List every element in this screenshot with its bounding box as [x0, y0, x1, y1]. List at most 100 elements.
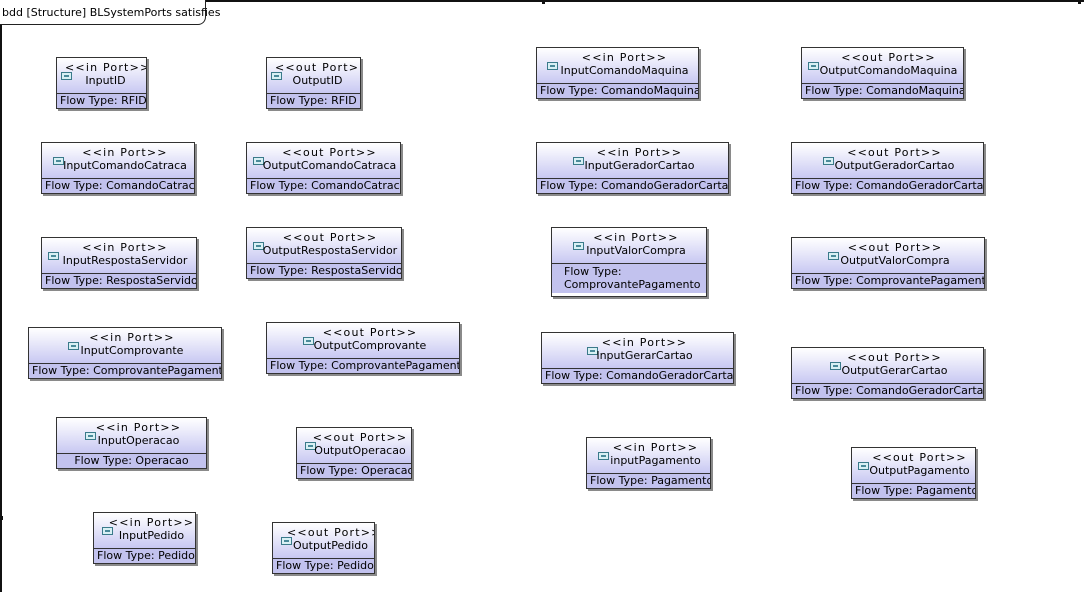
block-stereotype: <<in Port>>	[596, 146, 683, 159]
block-stereotype: <<in Port>>	[581, 51, 668, 64]
block-stereotype: <<in Port>>	[612, 441, 699, 454]
port-icon	[547, 62, 558, 70]
block-stereotype: <<out Port>>	[312, 431, 408, 444]
block-stereotype: <<in Port>>	[593, 231, 679, 244]
port-block-input-valor-compra[interactable]: <<in Port>> InputValorCompra Flow Type: …	[551, 227, 707, 297]
block-header: <<out Port>> OutputComandoMaquina	[802, 48, 963, 84]
port-icon	[830, 362, 841, 370]
block-header: <<out Port>> OutputOperacao	[297, 428, 411, 464]
block-flow-type: Flow Type: ComprovantePagamento	[552, 264, 706, 293]
port-icon	[573, 242, 584, 250]
block-flow-type: Flow Type: ComandoGeradorCartao	[537, 179, 728, 193]
block-header: <<out Port>> OutputPagamento	[852, 448, 975, 484]
block-header: <<out Port>> OutputRespostaServidor	[247, 228, 401, 264]
block-header: <<in Port>> InputComandoCatraca	[42, 143, 194, 179]
block-name: OutputComandoCatraca	[262, 159, 397, 172]
port-icon	[61, 72, 72, 80]
block-flow-type: Flow Type: Pagamento	[852, 484, 975, 498]
block-stereotype: <<in Port>>	[108, 516, 195, 529]
block-name: InputValorCompra	[586, 244, 686, 257]
block-name: OutputGeradorCartao	[834, 159, 955, 172]
block-stereotype: <<in Port>>	[95, 421, 182, 434]
block-header: <<out Port>> OutputComandoCatraca	[247, 143, 400, 179]
block-name: InputGeradorCartao	[584, 159, 695, 172]
port-block-output-id[interactable]: <<out Port>> OutputID Flow Type: RFID	[266, 57, 361, 109]
port-block-input-resposta-servidor[interactable]: <<in Port>> InputRespostaServidor Flow T…	[41, 237, 197, 289]
block-header: <<in Port>> InputID	[57, 58, 146, 94]
port-block-input-comando-catraca[interactable]: <<in Port>> InputComandoCatraca Flow Typ…	[41, 142, 195, 194]
block-name: InputPedido	[118, 529, 185, 542]
port-block-input-comando-maquina[interactable]: <<in Port>> InputComandoMaquina Flow Typ…	[536, 47, 699, 99]
block-name: OutputComprovante	[313, 339, 427, 352]
port-block-output-resposta-servidor[interactable]: <<out Port>> OutputRespostaServidor Flow…	[246, 227, 402, 279]
port-block-output-comando-catraca[interactable]: <<out Port>> OutputComandoCatraca Flow T…	[246, 142, 401, 194]
port-icon	[858, 462, 869, 470]
port-block-input-pagamento[interactable]: <<in Port>> inputPagamento Flow Type: Pa…	[586, 437, 711, 489]
port-icon	[68, 342, 79, 350]
block-name: OutputGerarCartao	[841, 364, 948, 377]
block-flow-type: Flow Type: Pedido	[273, 559, 374, 573]
block-header: <<out Port>> OutputComprovante	[267, 323, 459, 359]
block-name: OutputPagamento	[869, 464, 970, 477]
block-flow-type: Flow Type: ComprovantePagamento	[267, 359, 459, 373]
block-header: <<in Port>> InputOperacao	[57, 418, 206, 454]
block-stereotype: <<out Port>>	[275, 61, 361, 74]
block-flow-type: Flow Type: Pagamento	[587, 474, 710, 488]
port-block-input-gerar-cartao[interactable]: <<in Port>> InputGerarCartao Flow Type: …	[541, 332, 734, 384]
port-block-input-operacao[interactable]: <<in Port>> InputOperacao Flow Type: Ope…	[56, 417, 207, 469]
block-name: OutputID	[292, 74, 343, 87]
block-flow-type: Flow Type: ComandoGeradorCartao	[792, 179, 983, 193]
block-header: <<in Port>> InputComandoMaquina	[537, 48, 698, 84]
frame-handle	[0, 516, 3, 520]
block-name: OutputRespostaServidor	[262, 244, 398, 257]
port-icon	[253, 157, 264, 165]
port-block-input-id[interactable]: <<in Port>> InputID Flow Type: RFID	[56, 57, 147, 109]
block-flow-type: Flow Type: ComandoGeradorCartao	[792, 384, 983, 398]
block-header: <<out Port>> OutputID	[267, 58, 360, 94]
port-icon	[587, 347, 598, 355]
frame-handle	[542, 0, 545, 4]
block-header: <<in Port>> InputComprovante	[29, 328, 221, 364]
block-header: <<in Port>> InputRespostaServidor	[42, 238, 196, 274]
block-stereotype: <<in Port>>	[601, 336, 688, 349]
port-block-output-comando-maquina[interactable]: <<out Port>> OutputComandoMaquina Flow T…	[801, 47, 964, 99]
block-name: InputComprovante	[80, 344, 184, 357]
port-icon	[253, 242, 264, 250]
block-name: InputRespostaServidor	[62, 254, 188, 267]
block-flow-type: Flow Type: Operacao	[57, 454, 206, 468]
port-icon	[102, 527, 113, 535]
block-name: inputPagamento	[610, 454, 701, 467]
port-icon	[573, 157, 584, 165]
port-block-output-gerar-cartao[interactable]: <<out Port>> OutputGerarCartao Flow Type…	[791, 347, 984, 399]
block-stereotype: <<out Port>>	[872, 451, 967, 464]
port-block-output-operacao[interactable]: <<out Port>> OutputOperacao Flow Type: O…	[296, 427, 412, 479]
port-icon	[808, 62, 819, 70]
block-flow-type: Flow Type: ComandoGeradorCartao	[542, 369, 733, 383]
diagram-frame-left-border	[0, 0, 2, 592]
port-block-input-comprovante[interactable]: <<in Port>> InputComprovante Flow Type: …	[28, 327, 222, 379]
port-block-input-gerador-cartao[interactable]: <<in Port>> InputGeradorCartao Flow Type…	[536, 142, 729, 194]
block-stereotype: <<in Port>>	[82, 146, 168, 159]
port-icon	[305, 442, 316, 450]
block-header: <<in Port>> InputPedido	[94, 513, 195, 549]
port-block-output-valor-compra[interactable]: <<out Port>> OutputValorCompra Flow Type…	[791, 237, 985, 289]
port-block-output-gerador-cartao[interactable]: <<out Port>> OutputGeradorCartao Flow Ty…	[791, 142, 984, 194]
block-header: <<in Port>> InputGeradorCartao	[537, 143, 728, 179]
port-block-output-comprovante[interactable]: <<out Port>> OutputComprovante Flow Type…	[266, 322, 460, 374]
port-block-output-pagamento[interactable]: <<out Port>> OutputPagamento Flow Type: …	[851, 447, 976, 499]
port-icon	[828, 252, 839, 260]
block-stereotype: <<out Port>>	[282, 146, 377, 159]
block-stereotype: <<out Port>>	[287, 526, 375, 539]
block-flow-type: Flow Type: RFID	[267, 94, 360, 108]
block-stereotype: <<out Port>>	[841, 51, 936, 64]
port-icon	[598, 452, 609, 460]
port-icon	[823, 157, 834, 165]
block-name: InputComandoMaquina	[560, 64, 689, 77]
block-flow-type: Flow Type: RFID	[57, 94, 146, 108]
block-header: <<in Port>> InputGerarCartao	[542, 333, 733, 369]
port-block-output-pedido[interactable]: <<out Port>> OutputPedido Flow Type: Ped…	[272, 522, 375, 574]
block-flow-type: Flow Type: Operacao	[297, 464, 411, 478]
port-block-input-pedido[interactable]: <<in Port>> InputPedido Flow Type: Pedid…	[93, 512, 196, 564]
port-icon	[281, 537, 292, 545]
block-flow-type: Flow Type: RespostaServidor	[247, 264, 401, 278]
